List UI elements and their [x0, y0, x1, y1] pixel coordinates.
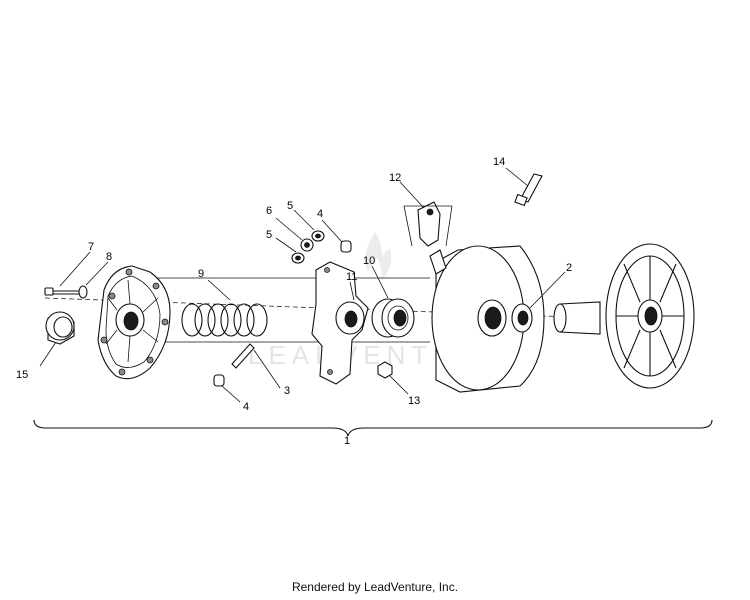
assembly-bracket: [33, 419, 713, 437]
callout-12: 12: [389, 172, 401, 184]
part-roller-upper: [340, 240, 352, 253]
callout-9: 9: [198, 268, 204, 280]
callout-15: 15: [16, 369, 28, 381]
part-screw: [514, 173, 543, 207]
callout-3: 3: [284, 385, 290, 397]
callout-2: 2: [566, 262, 572, 274]
callout-14: 14: [493, 156, 505, 168]
part-bushing-large: [371, 298, 415, 338]
callout-13: 13: [408, 395, 420, 407]
part-bushing: [45, 311, 75, 345]
part-bushing-small: [300, 238, 314, 252]
callout-11: 11: [346, 271, 357, 283]
part-roller-lower: [213, 374, 225, 387]
part-washer-upper: [311, 230, 325, 242]
part-sleeve: [511, 303, 533, 333]
part-washer-lower: [291, 252, 305, 264]
watermark-flame-icon: [365, 232, 392, 282]
callout-4-lower: 4: [243, 401, 249, 413]
part-weight: [403, 201, 453, 247]
part-nut: [377, 361, 393, 379]
part-pin: [231, 343, 255, 369]
part-cover: [97, 265, 171, 380]
part-bolt: [44, 287, 80, 296]
footer-credit: Rendered by LeadVenture, Inc.: [291, 580, 459, 594]
part-fixed-sheave: [553, 243, 695, 389]
callout-5-lower: 5: [266, 229, 272, 241]
callout-5-upper: 5: [287, 200, 293, 212]
leader-lines: [39, 167, 566, 403]
callout-8: 8: [106, 251, 112, 263]
callout-10: 10: [363, 255, 375, 267]
callout-1: 1: [344, 435, 350, 447]
part-spring: [181, 303, 268, 337]
part-movable-sheave: [429, 245, 545, 393]
callout-7: 7: [88, 241, 94, 253]
part-spider: [311, 261, 369, 385]
callout-6: 6: [266, 205, 272, 217]
callout-4-upper: 4: [317, 208, 323, 220]
part-washer: [78, 285, 88, 299]
